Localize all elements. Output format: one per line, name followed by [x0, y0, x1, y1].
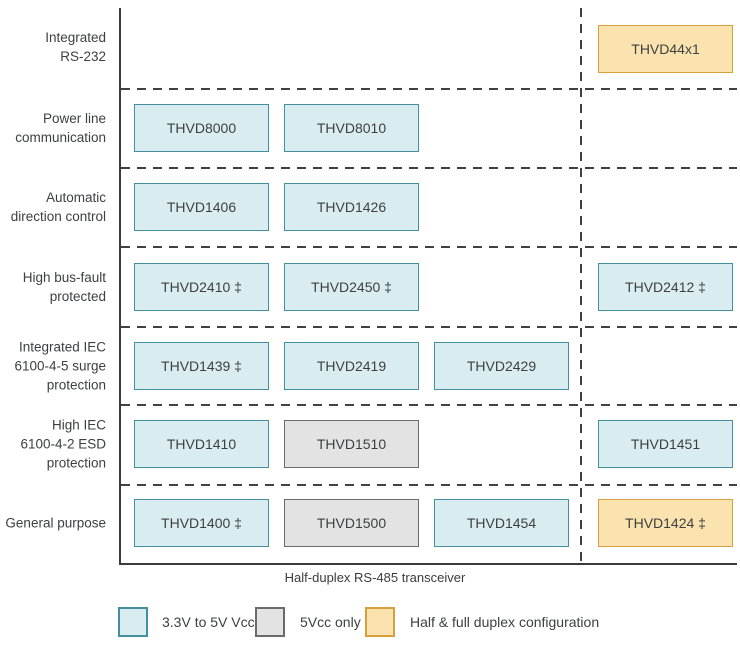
part-box-thvd1510[interactable]: THVD1510 — [284, 420, 419, 468]
part-box-thvd8010[interactable]: THVD8010 — [284, 104, 419, 152]
x-axis-line — [119, 563, 737, 565]
part-box-thvd2419[interactable]: THVD2419 — [284, 342, 419, 390]
legend-label-5vcc-only: 5Vcc only — [300, 614, 361, 630]
row-label-general-purpose: General purpose — [5, 515, 106, 531]
part-box-thvd44x1[interactable]: THVD44x1 — [598, 25, 733, 73]
row-label-bus-fault: High bus-fault protected — [22, 270, 106, 304]
row-divider-line — [121, 326, 737, 328]
legend-swatch-3v3-to-5v — [118, 607, 148, 637]
row-divider-line — [121, 404, 737, 406]
row-label-integrated-rs232: Integrated RS-232 — [45, 30, 106, 64]
duplex-divider-line — [580, 8, 582, 563]
y-axis-line — [119, 8, 121, 565]
part-box-thvd1426[interactable]: THVD1426 — [284, 183, 419, 231]
legend-label-half-full-duplex: Half & full duplex configuration — [410, 614, 600, 630]
row-divider-line — [121, 246, 737, 248]
part-box-thvd1410[interactable]: THVD1410 — [134, 420, 269, 468]
legend-label-3v3-to-5v: 3.3V to 5V Vcc — [162, 614, 255, 630]
legend-swatch-half-full-duplex — [365, 607, 395, 637]
row-divider-line — [121, 88, 737, 90]
part-box-thvd1439[interactable]: THVD1439 ‡ — [134, 342, 269, 390]
part-box-thvd2429[interactable]: THVD2429 — [434, 342, 569, 390]
row-label-esd-protection: High IEC 6100-4-2 ESD protection — [20, 417, 106, 471]
row-label-power-line: Power line communication — [15, 111, 106, 145]
part-box-thvd1451[interactable]: THVD1451 — [598, 420, 733, 468]
part-box-thvd1424[interactable]: THVD1424 ‡ — [598, 499, 733, 547]
row-label-auto-direction: Automatic direction control — [10, 190, 106, 224]
x-axis-label: Half-duplex RS-485 transceiver — [284, 570, 466, 585]
part-box-thvd1400[interactable]: THVD1400 ‡ — [134, 499, 269, 547]
row-divider-line — [121, 484, 737, 486]
row-divider-line — [121, 167, 737, 169]
part-box-thvd1406[interactable]: THVD1406 — [134, 183, 269, 231]
row-label-surge-protection: Integrated IEC 6100-4-5 surge protection — [14, 339, 106, 393]
part-box-thvd2410[interactable]: THVD2410 ‡ — [134, 263, 269, 311]
part-box-thvd2412[interactable]: THVD2412 ‡ — [598, 263, 733, 311]
legend-swatch-5vcc-only — [255, 607, 285, 637]
part-box-thvd8000[interactable]: THVD8000 — [134, 104, 269, 152]
part-box-thvd1454[interactable]: THVD1454 — [434, 499, 569, 547]
part-box-thvd2450[interactable]: THVD2450 ‡ — [284, 263, 419, 311]
part-box-thvd1500[interactable]: THVD1500 — [284, 499, 419, 547]
